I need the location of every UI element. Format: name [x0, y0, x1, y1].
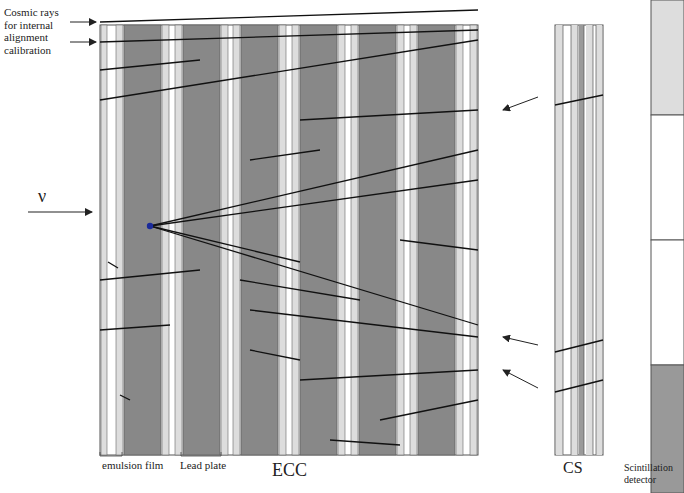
plate-label: Lead plate [180, 459, 250, 472]
cs-label: CS [563, 459, 603, 477]
ecc-label: ECC [272, 460, 332, 481]
neutrino-symbol: ν [38, 186, 58, 207]
film-label: emulsion film [102, 459, 182, 472]
cosmic-ray-label: Cosmic rays for internal alignment calib… [4, 6, 70, 57]
detector-label: Scintillation detector [624, 462, 682, 485]
